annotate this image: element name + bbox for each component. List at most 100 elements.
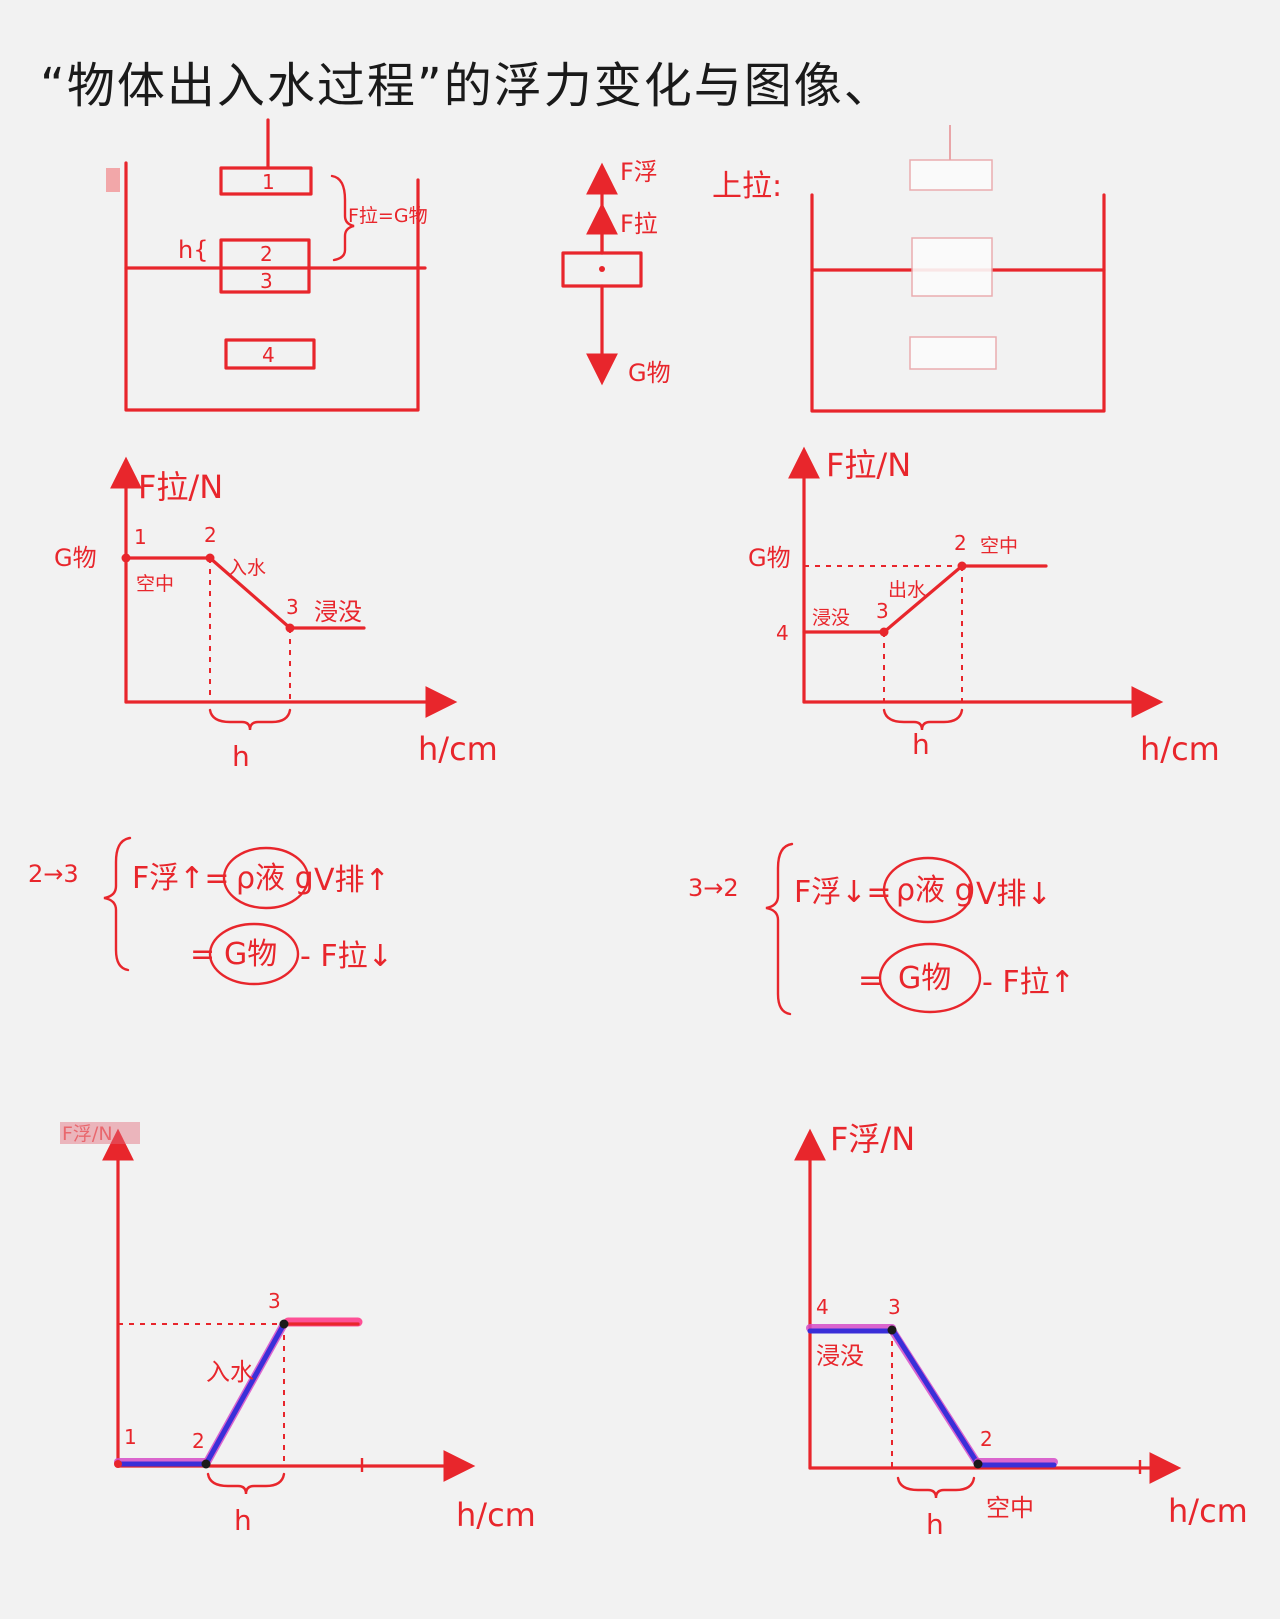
weight-tick-label: G物 bbox=[748, 544, 791, 572]
displaced-volume-term: V排↑ bbox=[314, 863, 390, 898]
point-1-label: 1 bbox=[134, 525, 147, 549]
y-axis-label: F浮/N bbox=[62, 1123, 113, 1145]
point-3 bbox=[279, 1319, 289, 1329]
air-phase-label: 空中 bbox=[136, 573, 174, 595]
equals-sign: = bbox=[190, 937, 215, 972]
depth-brace bbox=[896, 1476, 976, 1499]
buoyancy-term: F浮↓= bbox=[794, 875, 892, 910]
weight-circle bbox=[208, 922, 300, 986]
point-3-label: 3 bbox=[268, 1289, 281, 1313]
tension-brace bbox=[330, 174, 355, 262]
point-1 bbox=[121, 553, 131, 563]
submerged-phase-label: 浸没 bbox=[816, 1342, 864, 1370]
container-outline bbox=[810, 193, 1106, 413]
point-4-label: 4 bbox=[816, 1295, 829, 1319]
block-label-3: 3 bbox=[260, 269, 273, 293]
air-phase-label: 空中 bbox=[980, 535, 1018, 557]
equation-entering: 2→3 F浮↑= ρ液 g V排↑ = G物 - F拉↓ bbox=[28, 836, 393, 986]
point-2 bbox=[201, 1459, 211, 1469]
page-title: “物体出入水过程”的浮力变化与图像、 bbox=[40, 58, 894, 114]
leaving-phase-label: 出水 bbox=[888, 579, 926, 601]
density-gravity-term: ρ液 g bbox=[896, 873, 974, 908]
buoyancy-term: F浮↑= bbox=[132, 861, 230, 896]
tension-curve bbox=[802, 564, 1048, 634]
buoyancy-label: F浮 bbox=[620, 158, 658, 186]
equation-leaving: 3→2 F浮↓= ρ液 g V排↓ = G物 - F拉↑ bbox=[688, 842, 1075, 1016]
tension-equals-weight-label: F拉=G物 bbox=[348, 205, 428, 227]
depth-brace bbox=[206, 1472, 286, 1495]
container-edge-mark bbox=[106, 168, 120, 192]
block-label-2: 2 bbox=[260, 242, 273, 266]
constant-circle bbox=[882, 856, 974, 924]
block-position-1 bbox=[219, 166, 313, 196]
immersion-depth-label: h{ bbox=[178, 236, 208, 264]
block-position-2-3 bbox=[219, 238, 311, 294]
density-gravity-term: ρ液 g bbox=[236, 861, 314, 896]
buoyancy-graph-entering: F浮/N h/cm 1 2 3 入水 h bbox=[60, 1122, 536, 1537]
rising-segment bbox=[203, 1321, 287, 1467]
buoyancy-graph-leaving: F浮/N h/cm 4 3 2 浸没 空中 h bbox=[794, 1120, 1248, 1541]
entering-phase-label: 入水 bbox=[228, 557, 266, 579]
depth-brace bbox=[882, 708, 964, 731]
tension-term: - F拉↑ bbox=[982, 965, 1075, 1000]
gravity-label: G物 bbox=[628, 359, 671, 387]
depth-brace bbox=[208, 708, 292, 731]
y-axis-label: F拉/N bbox=[138, 468, 223, 506]
container-outline bbox=[124, 161, 420, 412]
point-3 bbox=[887, 1325, 897, 1335]
constant-circle bbox=[222, 846, 310, 910]
weight-circle bbox=[878, 942, 982, 1014]
tension-graph-leaving: F拉/N h/cm G物 4 3 2 浸没 出水 空中 h bbox=[748, 446, 1220, 768]
point-2-label: 2 bbox=[954, 531, 967, 555]
weight-term: G物 bbox=[224, 937, 277, 972]
x-axis-label: h/cm bbox=[456, 1496, 536, 1534]
point-3-label: 3 bbox=[888, 1295, 901, 1319]
x-axis-label: h/cm bbox=[1140, 730, 1220, 768]
point-2-label: 2 bbox=[980, 1427, 993, 1451]
pulling-up-diagram: 上拉: bbox=[712, 125, 1106, 413]
point-4-label: 4 bbox=[776, 621, 789, 645]
block-position-4 bbox=[224, 338, 316, 370]
y-axis-label: F拉/N bbox=[826, 446, 911, 484]
point-3-label: 3 bbox=[876, 599, 889, 623]
equation-brace bbox=[103, 836, 132, 972]
entering-phase-label: 入水 bbox=[206, 1358, 254, 1386]
depth-label: h bbox=[912, 728, 930, 761]
faded-block-middle bbox=[911, 237, 993, 297]
block-label-4: 4 bbox=[262, 343, 275, 367]
air-phase-label: 空中 bbox=[986, 1494, 1034, 1522]
step-label: 2→3 bbox=[28, 860, 79, 888]
block-label-1: 1 bbox=[262, 170, 275, 194]
point-1-label: 1 bbox=[124, 1425, 137, 1449]
blurred-axis-label-patch bbox=[60, 1122, 140, 1144]
tension-term: - F拉↓ bbox=[300, 939, 393, 974]
point-2-label: 2 bbox=[204, 523, 217, 547]
submerged-phase-label: 浸没 bbox=[314, 598, 362, 626]
point-1 bbox=[114, 1460, 122, 1468]
weight-term: G物 bbox=[898, 961, 951, 996]
center-of-mass-dot bbox=[599, 266, 605, 272]
faded-block-top bbox=[909, 159, 993, 191]
falling-segment bbox=[891, 1329, 981, 1467]
depth-label: h bbox=[232, 740, 250, 773]
y-axis-label: F浮/N bbox=[830, 1120, 915, 1158]
depth-label: h bbox=[234, 1504, 252, 1537]
equation-brace bbox=[765, 842, 794, 1016]
submerged-phase-label: 浸没 bbox=[812, 607, 850, 629]
step-label: 3→2 bbox=[688, 874, 739, 902]
x-axis-label: h/cm bbox=[1168, 1492, 1248, 1530]
pull-force-label: F拉 bbox=[620, 210, 658, 238]
tension-graph-entering: F拉/N h/cm G物 1 2 3 空中 入水 浸没 h bbox=[54, 456, 498, 773]
depth-label: h bbox=[926, 1508, 944, 1541]
weight-tick-label: G物 bbox=[54, 544, 97, 572]
pull-up-label: 上拉: bbox=[712, 169, 782, 204]
point-3-label: 3 bbox=[286, 595, 299, 619]
tension-curve bbox=[124, 556, 366, 630]
faded-block-bottom bbox=[909, 336, 997, 370]
point-2 bbox=[973, 1459, 983, 1469]
displaced-volume-term: V排↓ bbox=[976, 877, 1052, 912]
x-axis-label: h/cm bbox=[418, 730, 498, 768]
point-2-label: 2 bbox=[192, 1429, 205, 1453]
entering-water-diagram: 1 2 3 4 h{ F拉=G物 bbox=[106, 118, 428, 412]
